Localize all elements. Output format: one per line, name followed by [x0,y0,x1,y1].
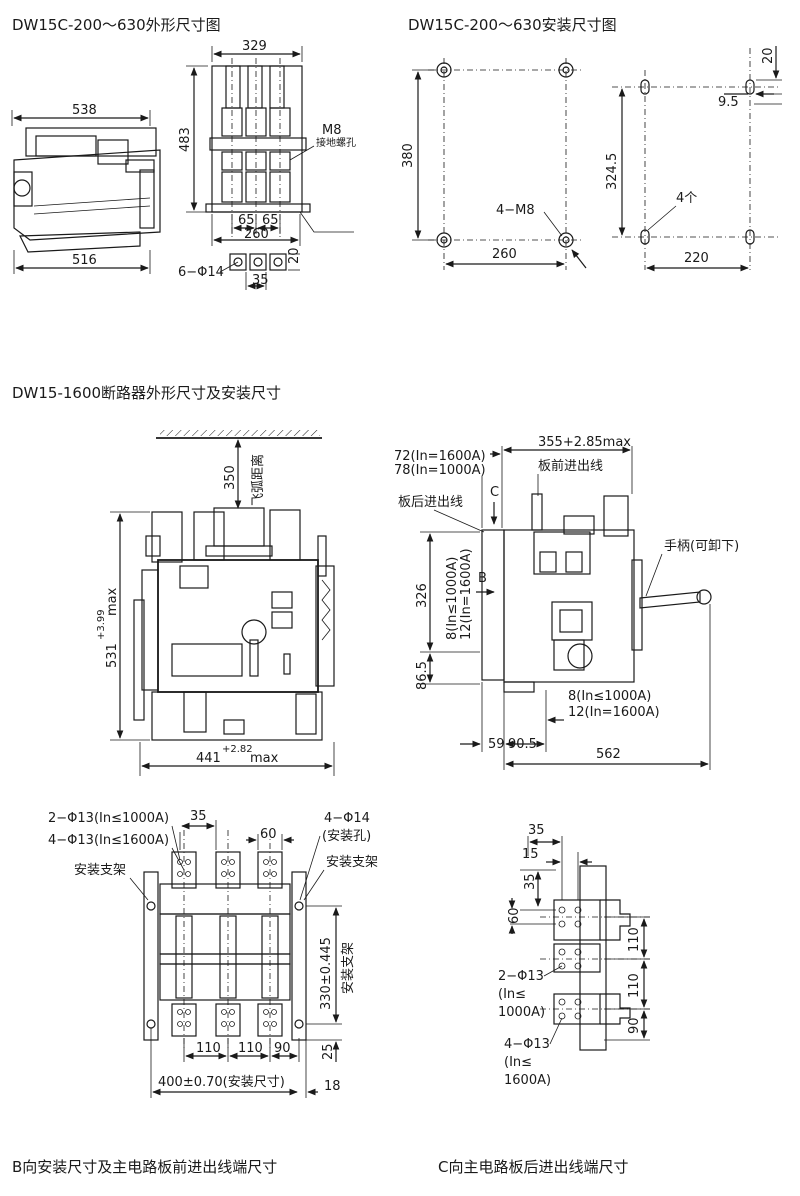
d1-terminal-row [229,253,287,271]
label-v8: 8(In≤1000A) [445,557,460,640]
d1-front-view [205,58,311,238]
dim-562: 562 [596,747,621,762]
dim-65-b: 65 [262,213,279,228]
d3-breaker-front [133,430,335,741]
dim-59: 59 [488,737,505,752]
d2-mount-left [428,58,582,270]
label-c-in-1: (In≤ [498,987,526,1002]
label-c-2-holes: 2−Φ13 [498,969,544,984]
dim-90-d5: 90 [274,1041,291,1056]
label-2-holes-1000: 2−Φ13(In≤1000A) [48,811,169,826]
label-ground-hole: 接地螺孔 [316,136,356,149]
dim-380: 380 [401,143,416,168]
label-c: C [490,485,499,500]
dim-441-max: max [250,751,279,766]
label-72: 72(In=1600A) [394,449,486,464]
label-bracket-left: 安装支架 [74,863,126,878]
label-l8: 8(In≤1000A) [568,689,651,704]
dim-86-5: 86.5 [415,661,430,690]
label-m8: M8 [322,123,342,138]
dim-110-c2: 110 [627,973,642,998]
dim-15: 15 [522,847,539,862]
label-4-holes-14: 4−Φ14 [324,811,370,826]
dim-326: 326 [415,583,430,608]
label-4-holes-1600: 4−Φ13(In≤1600A) [48,833,169,848]
dim-538: 538 [72,103,97,118]
label-b: B [478,571,487,586]
label-c-in-2: (In≤ [504,1055,532,1070]
dim-35-d6-top: 35 [528,823,545,838]
label-78: 78(In=1000A) [394,463,486,478]
label-v12: 12(In=1600A) [459,548,474,640]
dim-260-d2: 260 [492,247,517,262]
dim-110-c1: 110 [627,927,642,952]
dim-330: 330±0.445 [319,937,334,1010]
label-handle: 手柄(可卸下) [664,538,739,554]
dim-400: 400±0.70(安装尺寸) [158,1075,285,1090]
label-4-count: 4个 [676,191,697,206]
dim-9-5: 9.5 [718,95,739,110]
label-c-1600a: 1600A) [504,1073,551,1088]
label-bracket-vertical: 安装支架 [341,942,356,994]
dim-35-d6-vertical: 35 [523,873,538,890]
label-mount-hole: (安装孔) [322,829,371,844]
dim-355: 355+2.85max [538,435,631,450]
dim-483: 483 [178,127,193,152]
d4-breaker-side [481,493,712,693]
dim-20-d2: 20 [761,47,776,64]
d6-bolt-holes [558,906,582,1020]
dim-110-b: 110 [238,1041,263,1056]
dim-65-a: 65 [238,213,255,228]
dim-35-d5: 35 [190,809,207,824]
dim-60-d6: 60 [507,907,522,924]
title-dw15-1600: DW15-1600断路器外形尺寸及安装尺寸 [12,384,281,402]
dim-531-max: max [105,587,120,616]
dim-18: 18 [324,1079,341,1094]
dim-441-tol: +2.82 [222,744,253,755]
dim-35-d1: 35 [252,273,269,288]
label-6-holes: 6−Φ14 [178,265,224,280]
dim-25: 25 [321,1043,336,1060]
dim-220: 220 [684,251,709,266]
label-bracket-right: 安装支架 [326,855,378,870]
dim-531-tol: +3.99 [96,609,107,640]
d1-side-view [13,127,161,253]
dim-110-a: 110 [196,1041,221,1056]
title-c-view: C向主电路板后进出线端尺寸 [438,1158,628,1176]
label-4-m8: 4−M8 [496,203,535,218]
label-l12: 12(In=1600A) [568,705,660,720]
dim-441: 441 [196,751,221,766]
dim-531: 531 [105,643,120,668]
d5-b-view [143,830,307,1050]
dim-90-5: 90.5 [508,737,537,752]
dim-260: 260 [244,227,269,242]
label-c-1000a: 1000A) [498,1005,545,1020]
label-arc-distance: 飞弧距离 [250,454,266,506]
dim-516: 516 [72,253,97,268]
dim-324-5: 324.5 [605,153,620,190]
label-back-wiring: 板后进出线 [398,495,463,510]
d2-mount-right [612,48,780,270]
title-mount-dw15c: DW15C-200～630安装尺寸图 [408,16,617,34]
dim-329: 329 [242,39,267,54]
title-outline-dw15c: DW15C-200～630外形尺寸图 [12,16,221,34]
dim-20-d1: 20 [287,247,302,264]
dim-90-d6: 90 [627,1017,642,1034]
dim-350: 350 [223,465,238,490]
d6-c-view [540,865,650,1051]
label-front-wiring: 板前进出线 [538,458,603,474]
title-b-view: B向安装尺寸及主电路板前进出线端尺寸 [12,1158,277,1176]
dim-60-d5: 60 [260,827,277,842]
label-c-4-holes: 4−Φ13 [504,1037,550,1052]
